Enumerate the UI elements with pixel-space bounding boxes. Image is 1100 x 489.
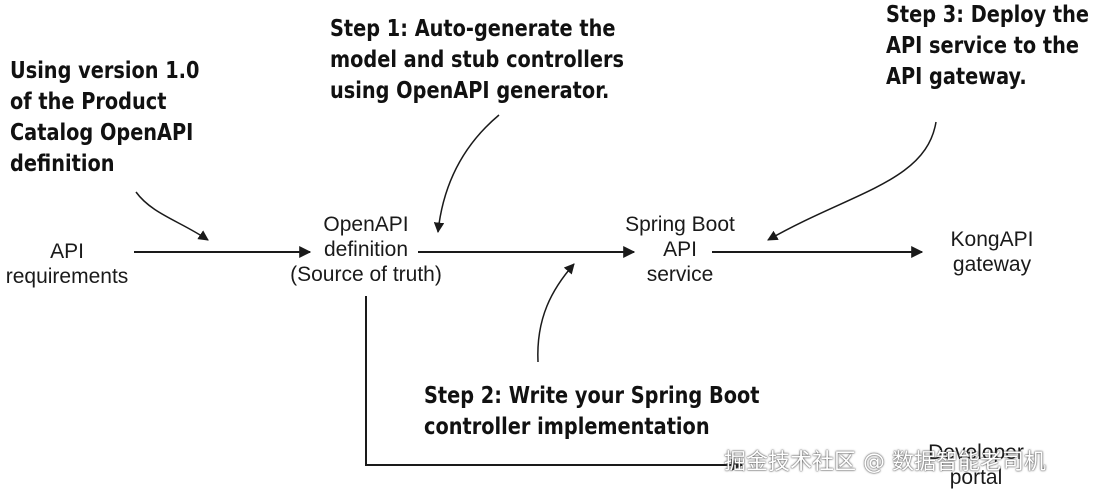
step2-line-1: Step 2: Write your Spring Boot xyxy=(424,383,760,409)
arrow-definition-to-portal xyxy=(365,296,744,471)
openapi-definition-line-1: OpenAPI xyxy=(323,213,409,236)
step2-note: Step 2: Write your Spring Boot controlle… xyxy=(424,381,759,443)
step3-line-3: API gateway. xyxy=(886,64,1027,90)
spring-boot-line-3: service xyxy=(646,263,714,286)
step3-note: Step 3: Deploy the API service to the AP… xyxy=(886,0,1089,93)
openapi-definition-line-3: (Source of truth) xyxy=(290,263,442,286)
api-requirements-line-2: requirements xyxy=(5,265,129,288)
step3-line-1: Step 3: Deploy the xyxy=(886,2,1089,28)
kong-gateway-node: KongAPI gateway xyxy=(928,227,1056,277)
step1-line-1: Step 1: Auto-generate the xyxy=(330,16,616,42)
spring-boot-service-node: Spring Boot API service xyxy=(610,212,750,287)
version-note-line-3: Catalog OpenAPI xyxy=(10,120,194,146)
version-note-line-4: definition xyxy=(10,151,115,177)
kong-gateway-line-2: gateway xyxy=(952,253,1032,276)
step1-note: Step 1: Auto-generate the model and stub… xyxy=(330,14,624,107)
api-requirements-line-1: API xyxy=(50,240,84,263)
watermark: 掘金技术社区 @ 数据智能老司机 xyxy=(724,450,1046,475)
api-requirements-node: API requirements xyxy=(0,239,134,289)
pointer-step1 xyxy=(433,114,500,234)
step3-line-2: API service to the xyxy=(886,33,1079,59)
spring-boot-line-2: API xyxy=(663,238,697,261)
step2-line-2: controller implementation xyxy=(424,414,710,440)
version-note-line-2: of the Product xyxy=(10,89,167,115)
developer-portal-node: Developer portal xyxy=(916,440,1036,489)
step1-line-2: model and stub controllers xyxy=(330,47,624,73)
version-note-line-1: Using version 1.0 xyxy=(10,58,200,84)
pointer-step3 xyxy=(767,121,937,241)
developer-portal-line-2: portal xyxy=(949,466,1003,489)
pointer-version-note xyxy=(135,191,209,241)
openapi-definition-node: OpenAPI definition (Source of truth) xyxy=(276,212,456,287)
developer-portal-line-1: Developer xyxy=(928,441,1024,464)
openapi-definition-line-2: definition xyxy=(323,238,409,261)
version-note: Using version 1.0 of the Product Catalog… xyxy=(10,56,199,180)
kong-gateway-line-1: KongAPI xyxy=(950,228,1034,251)
step1-line-3: using OpenAPI generator. xyxy=(330,78,610,104)
spring-boot-line-1: Spring Boot xyxy=(625,213,735,236)
pointer-step2 xyxy=(537,263,575,363)
